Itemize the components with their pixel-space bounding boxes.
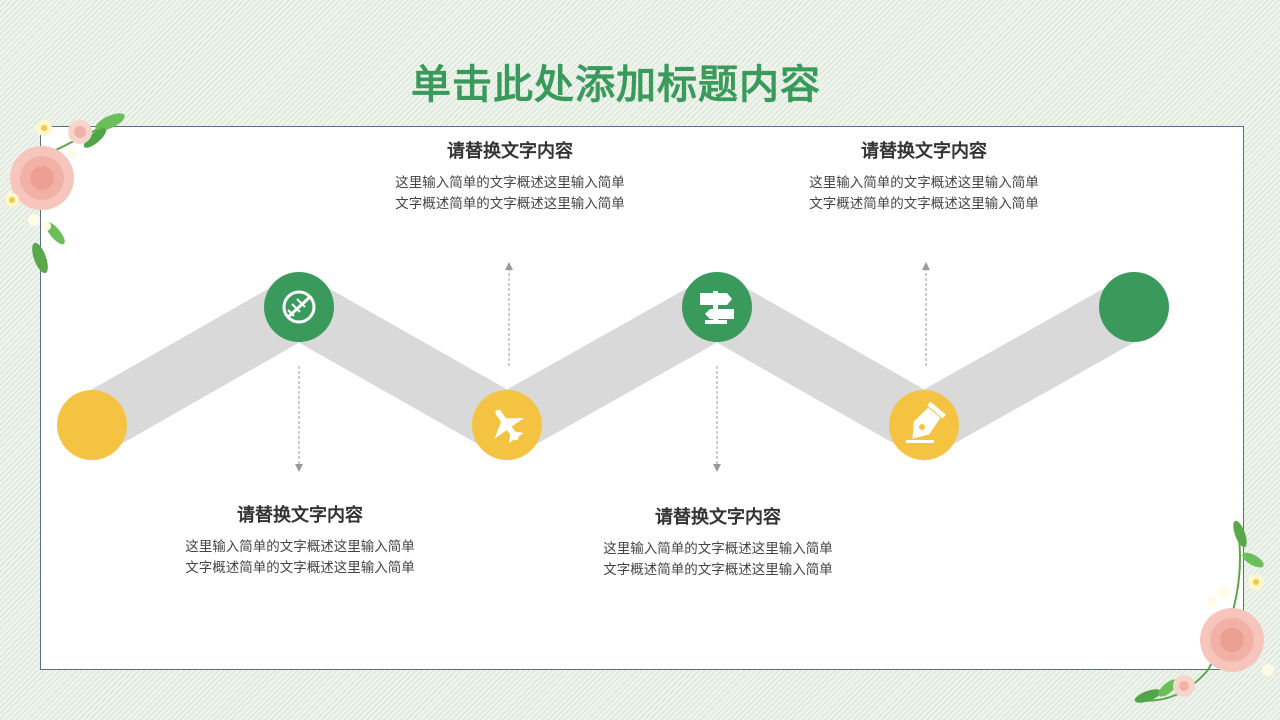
signpost-icon [682, 272, 752, 342]
pen-nib-icon [889, 390, 959, 460]
timeline-item-2: 请替换文字内容 这里输入简单的文字概述这里输入简单 文字概述简单的文字概述这里输… [360, 137, 660, 215]
item-desc-line1: 这里输入简单的文字概述这里输入简单 [603, 541, 833, 557]
timeline-item-1: 请替换文字内容 这里输入简单的文字概述这里输入简单 文字概述简单的文字概述这里输… [150, 501, 450, 579]
item-desc-line2: 文字概述简单的文字概述这里输入简单 [185, 560, 415, 576]
airplane-icon [472, 390, 542, 460]
item-desc-line2: 文字概述简单的文字概述这里输入简单 [809, 196, 1039, 212]
item-desc-line1: 这里输入简单的文字概述这里输入简单 [395, 175, 625, 191]
timeline-item-3: 请替换文字内容 这里输入简单的文字概述这里输入简单 文字概述简单的文字概述这里输… [568, 503, 868, 581]
arrow-down-1 [295, 366, 303, 472]
item-desc-line2: 文字概述简单的文字概述这里输入简单 [603, 562, 833, 578]
timeline-start-dot [57, 390, 127, 460]
flower-decoration-top-left [5, 113, 125, 274]
flower-decoration-bottom-right [1134, 520, 1274, 703]
item-desc-line2: 文字概述简单的文字概述这里输入简单 [395, 196, 625, 212]
content-panel [40, 126, 1244, 670]
item-heading: 请替换文字内容 [861, 141, 987, 162]
arrow-up-2 [505, 262, 513, 366]
timeline-end-dot [1099, 272, 1169, 342]
timeline-track [76, 271, 1150, 461]
item-desc-line1: 这里输入简单的文字概述这里输入简单 [809, 175, 1039, 191]
arrow-down-3 [713, 366, 721, 472]
item-desc-line1: 这里输入简单的文字概述这里输入简单 [185, 539, 415, 555]
compass-icon [264, 272, 334, 342]
timeline-item-4: 请替换文字内容 这里输入简单的文字概述这里输入简单 文字概述简单的文字概述这里输… [774, 137, 1074, 215]
item-heading: 请替换文字内容 [447, 141, 573, 162]
item-heading: 请替换文字内容 [237, 505, 363, 526]
slide-title: 单击此处添加标题内容 [411, 62, 821, 108]
arrow-up-4 [922, 262, 930, 366]
item-heading: 请替换文字内容 [655, 507, 781, 528]
